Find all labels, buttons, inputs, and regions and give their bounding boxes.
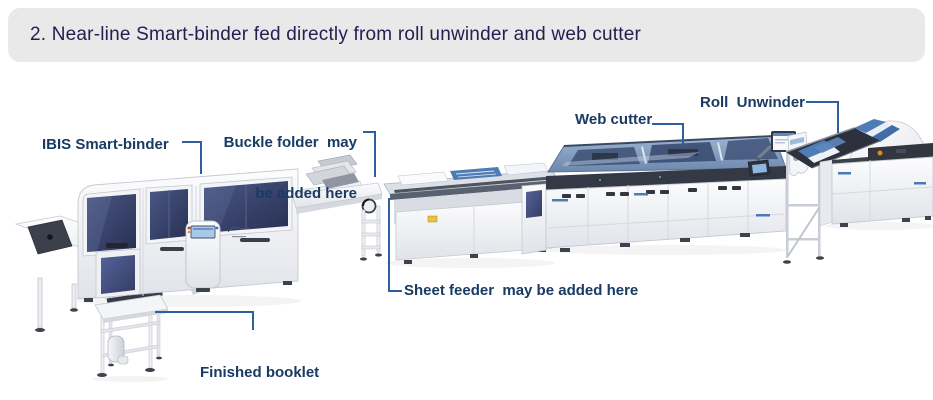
- label-ibis-smart-binder: IBIS Smart-binder: [42, 136, 169, 153]
- title-bar: 2. Near-line Smart-binder fed directly f…: [8, 8, 925, 62]
- callout-line-sheet-feeder: [388, 198, 402, 292]
- smart-binder-logo-mark: [227, 226, 251, 233]
- buckle-folder-position: [291, 154, 383, 261]
- label-roll-unwinder: Roll Unwinder: [700, 94, 805, 111]
- page-title: 2. Near-line Smart-binder fed directly f…: [30, 24, 642, 45]
- label-finished-booklet-delivery: Finished booklet delivery: [200, 330, 319, 400]
- web-cutter: [521, 135, 787, 255]
- pedestal-screen: [190, 225, 216, 239]
- label-buckle-folder-line1: Buckle folder may: [223, 134, 357, 151]
- callout-line-finished: [155, 311, 254, 330]
- callout-line-ibis: [182, 141, 202, 174]
- label-buckle-folder: Buckle folder may be added here: [215, 100, 357, 236]
- label-buckle-folder-line2: be added here: [255, 185, 357, 202]
- callout-line-roll-unwinder: [806, 101, 839, 133]
- panel-handles: [562, 186, 741, 198]
- status-lamp: [877, 150, 883, 156]
- label-web-cutter: Web cutter: [575, 111, 653, 128]
- sheet-feeder-table: [383, 162, 559, 264]
- warning-sticker: [427, 215, 438, 223]
- ibis-smart-binder: [77, 168, 299, 302]
- callout-line-buckle-folder: [363, 131, 376, 177]
- roll-unwinder: [785, 119, 933, 227]
- label-finished-line1: Finished booklet: [200, 364, 320, 381]
- label-sheet-feeder: Sheet feeder may be added here: [404, 282, 639, 299]
- callout-line-web-cutter: [652, 123, 684, 145]
